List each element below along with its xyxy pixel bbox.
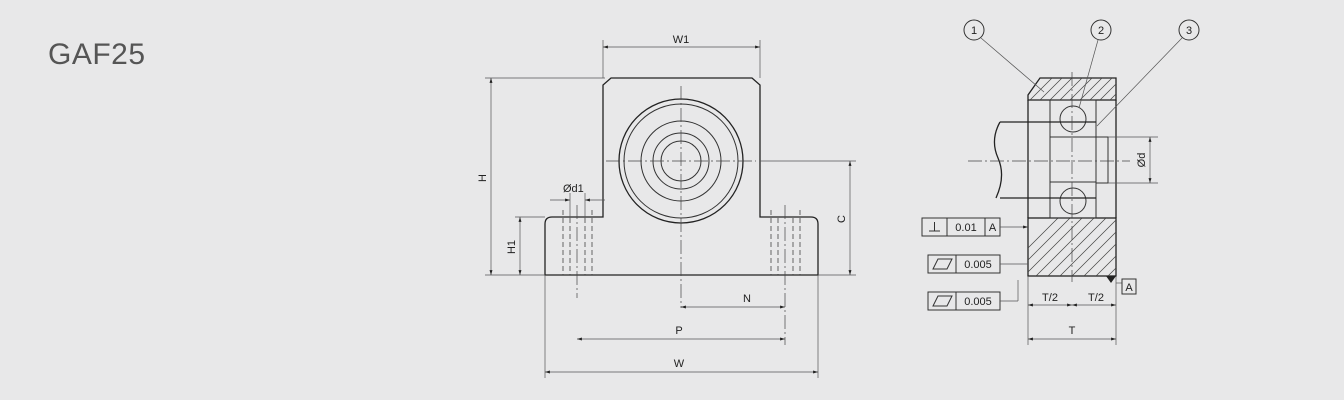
svg-text:0.005: 0.005	[964, 296, 992, 308]
dimension-w: W	[544, 275, 819, 378]
label-d1: Ød1	[563, 183, 584, 195]
bearing-section	[1049, 99, 1097, 219]
dimension-n: N	[681, 293, 785, 309]
mounting-hole-left	[562, 205, 593, 298]
dimension-w1: W1	[602, 34, 761, 78]
dimension-d1: Ød1	[550, 183, 605, 218]
shaft	[993, 121, 1096, 199]
tolerance-perpendicularity: 0.01 A	[921, 217, 1028, 237]
dimension-d: Ød	[1108, 136, 1158, 184]
front-view: W1 H H1 Ød1 C	[477, 34, 856, 378]
label-w1: W1	[673, 34, 690, 46]
ball-upper	[1059, 105, 1087, 133]
mounting-hole-right	[770, 205, 801, 345]
dimension-h: H	[477, 77, 605, 276]
tolerance-flatness-bottom: 0.005	[927, 280, 1019, 311]
datum-label: A	[1125, 282, 1133, 294]
pillow-block-outline	[544, 77, 819, 276]
dimension-h1: H1	[506, 216, 545, 275]
svg-text:0.01: 0.01	[955, 222, 976, 234]
label-t-half-left: T/2	[1042, 292, 1058, 304]
section-view: Ød T/2 T/2 T 1 2 3	[921, 19, 1200, 345]
housing-lower-section	[1027, 217, 1117, 277]
label-t: T	[1069, 325, 1076, 337]
datum-a: A	[1106, 276, 1137, 295]
dimension-c: C	[760, 160, 856, 276]
label-w: W	[674, 358, 685, 370]
label-p: P	[675, 325, 682, 337]
label-c: C	[836, 215, 848, 223]
balloon-2: 2	[1078, 19, 1112, 109]
housing-upper-section	[1027, 77, 1117, 101]
dimension-p: P	[577, 325, 785, 341]
label-n: N	[743, 293, 751, 305]
label-h: H	[477, 174, 489, 182]
svg-text:1: 1	[971, 25, 977, 37]
label-d: Ød	[1136, 153, 1148, 168]
ball-lower	[1059, 187, 1087, 215]
svg-text:2: 2	[1098, 25, 1104, 37]
label-h1: H1	[506, 240, 518, 254]
tolerance-flatness-top: 0.005	[927, 254, 1028, 274]
shaft-end	[1095, 136, 1109, 184]
balloon-3: 3	[1096, 19, 1200, 127]
page-title: GAF25	[48, 38, 146, 71]
svg-text:0.005: 0.005	[964, 259, 992, 271]
label-t-half-right: T/2	[1088, 292, 1104, 304]
svg-text:3: 3	[1186, 25, 1192, 37]
dimension-t: T/2 T/2 T	[1027, 276, 1117, 345]
balloon-1: 1	[963, 19, 1045, 93]
svg-text:A: A	[989, 222, 997, 234]
